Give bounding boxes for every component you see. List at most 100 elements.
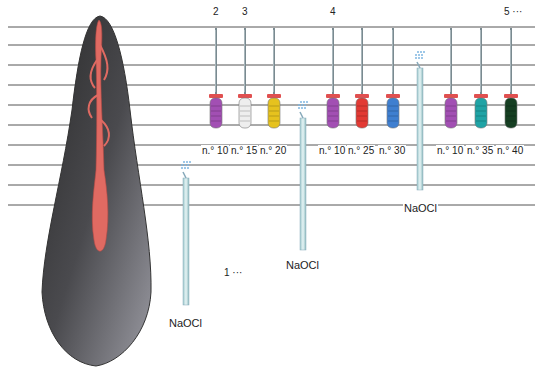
droplet — [415, 57, 417, 59]
stopper-ring — [386, 94, 400, 98]
file-shaft-shine — [215, 30, 216, 92]
handle-groove — [388, 116, 398, 117]
handle-groove — [476, 116, 486, 117]
stopper-ring — [209, 94, 223, 98]
droplet — [306, 101, 308, 103]
droplet — [187, 167, 189, 169]
file-shaft-shine — [361, 30, 362, 92]
endodontic-file — [238, 28, 252, 128]
handle-groove — [446, 111, 456, 112]
droplet — [301, 107, 303, 109]
file-shaft — [392, 28, 394, 94]
needle-tip — [300, 112, 303, 118]
droplet — [420, 51, 422, 53]
file-shaft — [450, 28, 452, 94]
droplet — [304, 107, 306, 109]
droplet — [421, 54, 423, 56]
file-size-label: n.° 10 — [201, 145, 229, 157]
handle-groove — [211, 106, 221, 107]
file-size-label: n.° 20 — [259, 145, 287, 157]
handle-groove — [388, 111, 398, 112]
file-handle — [445, 98, 457, 128]
handle-groove — [357, 106, 367, 107]
droplet — [189, 161, 191, 163]
stopper-ring — [326, 94, 340, 98]
droplet — [184, 167, 186, 169]
droplet — [181, 167, 183, 169]
droplet — [418, 54, 420, 56]
endodontic-file — [326, 28, 340, 128]
handle-groove — [240, 111, 250, 112]
handle-groove — [506, 116, 516, 117]
irrigant-label: NaOCl — [403, 202, 438, 215]
file-handle — [268, 98, 280, 128]
handle-groove — [240, 116, 250, 117]
handle-groove — [211, 121, 221, 122]
handle-groove — [476, 106, 486, 107]
handle-groove — [240, 106, 250, 107]
file-shaft-shine — [244, 30, 245, 92]
handle-groove — [328, 106, 338, 107]
file-handle — [239, 98, 251, 128]
needle-tube — [300, 118, 306, 250]
droplet — [183, 161, 185, 163]
handle-groove — [357, 121, 367, 122]
rule-line — [8, 27, 535, 28]
step-number: 1 ··· — [223, 267, 243, 279]
droplet — [304, 104, 306, 106]
endodontic-file — [209, 28, 223, 128]
handle-groove — [211, 116, 221, 117]
handle-groove — [269, 106, 279, 107]
handle-groove — [446, 121, 456, 122]
droplet — [301, 104, 303, 106]
file-shaft-shine — [480, 30, 481, 92]
endodontic-file — [386, 28, 400, 128]
file-size-label: n.° 10 — [318, 145, 346, 157]
file-size-label: n.° 10 — [436, 145, 464, 157]
file-shaft — [273, 28, 275, 94]
droplet — [300, 101, 302, 103]
file-handle — [475, 98, 487, 128]
handle-groove — [476, 111, 486, 112]
handle-groove — [269, 116, 279, 117]
handle-groove — [269, 121, 279, 122]
handle-groove — [446, 106, 456, 107]
file-handle — [356, 98, 368, 128]
droplet — [417, 51, 419, 53]
stopper-ring — [355, 94, 369, 98]
stopper-ring — [267, 94, 281, 98]
handle-groove — [506, 111, 516, 112]
needle-tip — [417, 62, 420, 68]
file-shaft — [480, 28, 482, 94]
needle-tip — [183, 172, 186, 178]
file-handle — [387, 98, 399, 128]
handle-groove — [357, 116, 367, 117]
step-number: 3 — [241, 6, 249, 18]
file-shaft — [361, 28, 363, 94]
file-shaft-shine — [392, 30, 393, 92]
handle-groove — [328, 116, 338, 117]
droplet — [423, 51, 425, 53]
step-number: 5 ··· — [503, 6, 523, 18]
file-shaft-shine — [510, 30, 511, 92]
endodontic-file — [267, 28, 281, 128]
file-handle — [505, 98, 517, 128]
file-shaft-shine — [332, 30, 333, 92]
stopper-ring — [238, 94, 252, 98]
droplet — [421, 57, 423, 59]
handle-groove — [328, 121, 338, 122]
file-size-label: n.° 35 — [466, 145, 494, 157]
file-size-label: n.° 25 — [347, 145, 375, 157]
file-handle — [327, 98, 339, 128]
handle-groove — [357, 111, 367, 112]
droplet — [298, 107, 300, 109]
droplet — [184, 164, 186, 166]
endodontic-file — [504, 28, 518, 128]
needle-tube — [417, 68, 423, 190]
endodontic-file — [474, 28, 488, 128]
file-size-label: n.° 15 — [230, 145, 258, 157]
file-shaft — [510, 28, 512, 94]
handle-groove — [506, 106, 516, 107]
handle-groove — [506, 121, 516, 122]
